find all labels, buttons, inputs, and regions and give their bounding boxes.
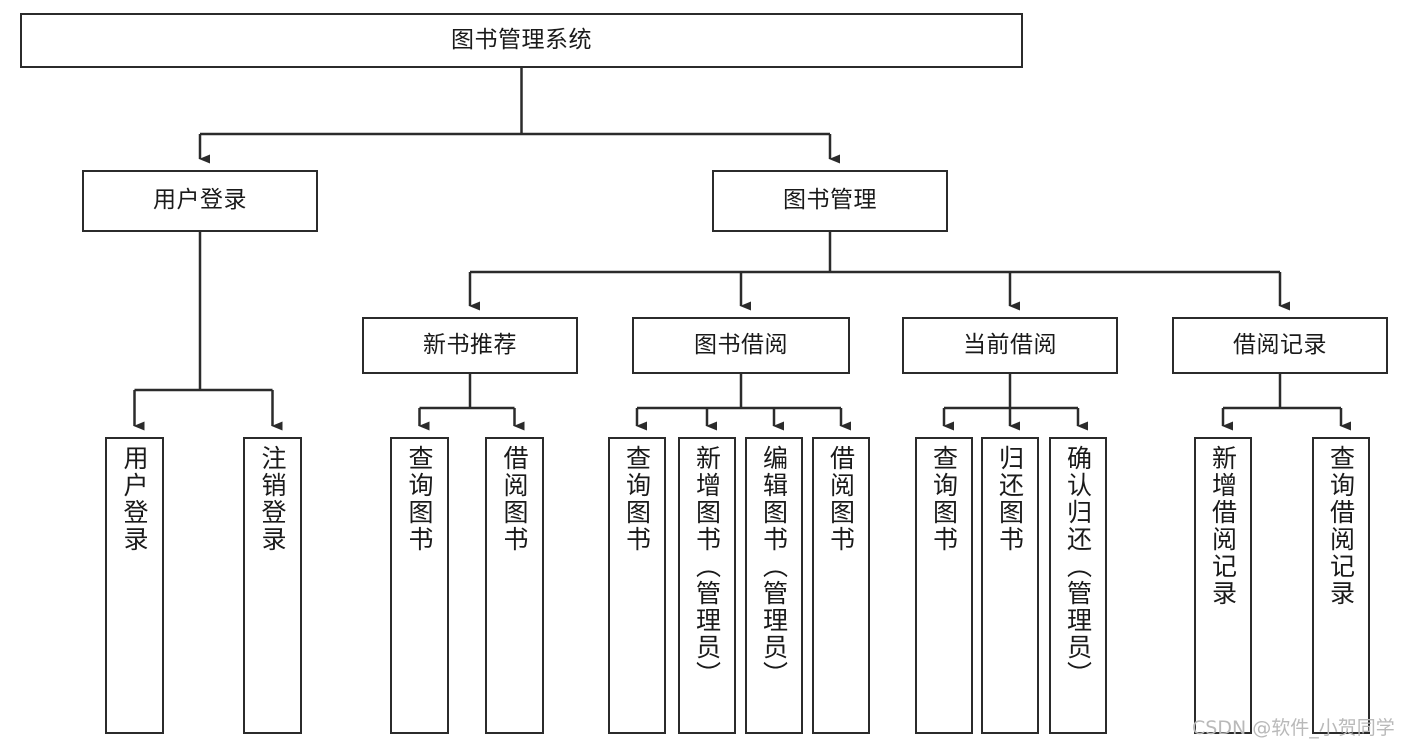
node-book-borrow-label: 图书借阅: [694, 331, 788, 358]
watermark: CSDN @软件_小贺同学: [1192, 717, 1395, 739]
node-leaf-logout[interactable]: 注销登录: [243, 437, 302, 734]
node-leaf-query-book-recommend[interactable]: 查询图书: [390, 437, 449, 734]
node-leaf-query-book-current-label: 查询图书: [929, 445, 959, 553]
node-leaf-return-book-label: 归还图书: [995, 445, 1025, 553]
node-root-label: 图书管理系统: [451, 26, 592, 53]
node-leaf-borrow-book-recommend[interactable]: 借阅图书: [485, 437, 544, 734]
node-leaf-query-book-borrow[interactable]: 查询图书: [608, 437, 666, 734]
node-leaf-add-record-label: 新增借阅记录: [1208, 445, 1238, 607]
node-leaf-edit-book[interactable]: 编辑图书（管理员）: [745, 437, 803, 734]
node-leaf-confirm-return[interactable]: 确认归还（管理员）: [1049, 437, 1107, 734]
node-leaf-logout-label: 注销登录: [258, 445, 287, 553]
node-leaf-query-record-label: 查询借阅记录: [1326, 445, 1356, 607]
node-borrow-record[interactable]: 借阅记录: [1172, 317, 1388, 374]
node-leaf-borrow-book[interactable]: 借阅图书: [812, 437, 870, 734]
node-borrow-record-label: 借阅记录: [1233, 331, 1327, 358]
node-leaf-add-book[interactable]: 新增图书（管理员）: [678, 437, 736, 734]
node-leaf-confirm-return-label: 确认归还（管理员）: [1063, 445, 1093, 688]
node-leaf-add-record[interactable]: 新增借阅记录: [1194, 437, 1252, 734]
node-leaf-borrow-book-recommend-label: 借阅图书: [500, 445, 529, 553]
node-user-login[interactable]: 用户登录: [82, 170, 318, 232]
node-book-manage-label: 图书管理: [783, 187, 877, 214]
node-book-borrow[interactable]: 图书借阅: [632, 317, 850, 374]
node-leaf-add-book-label: 新增图书（管理员）: [692, 445, 722, 688]
node-new-book-recommend-label: 新书推荐: [423, 331, 517, 358]
node-leaf-query-book-current[interactable]: 查询图书: [915, 437, 973, 734]
node-leaf-edit-book-label: 编辑图书（管理员）: [759, 445, 789, 688]
node-leaf-user-login-label: 用户登录: [120, 445, 149, 553]
node-leaf-user-login[interactable]: 用户登录: [105, 437, 164, 734]
node-leaf-query-record[interactable]: 查询借阅记录: [1312, 437, 1370, 734]
node-current-borrow[interactable]: 当前借阅: [902, 317, 1118, 374]
node-current-borrow-label: 当前借阅: [963, 331, 1057, 358]
node-leaf-return-book[interactable]: 归还图书: [981, 437, 1039, 734]
node-leaf-query-book-borrow-label: 查询图书: [622, 445, 652, 553]
node-new-book-recommend[interactable]: 新书推荐: [362, 317, 578, 374]
node-root[interactable]: 图书管理系统: [20, 13, 1023, 68]
node-user-login-label: 用户登录: [153, 187, 247, 214]
node-leaf-query-book-recommend-label: 查询图书: [405, 445, 434, 553]
node-leaf-borrow-book-label: 借阅图书: [826, 445, 856, 553]
node-book-manage[interactable]: 图书管理: [712, 170, 948, 232]
